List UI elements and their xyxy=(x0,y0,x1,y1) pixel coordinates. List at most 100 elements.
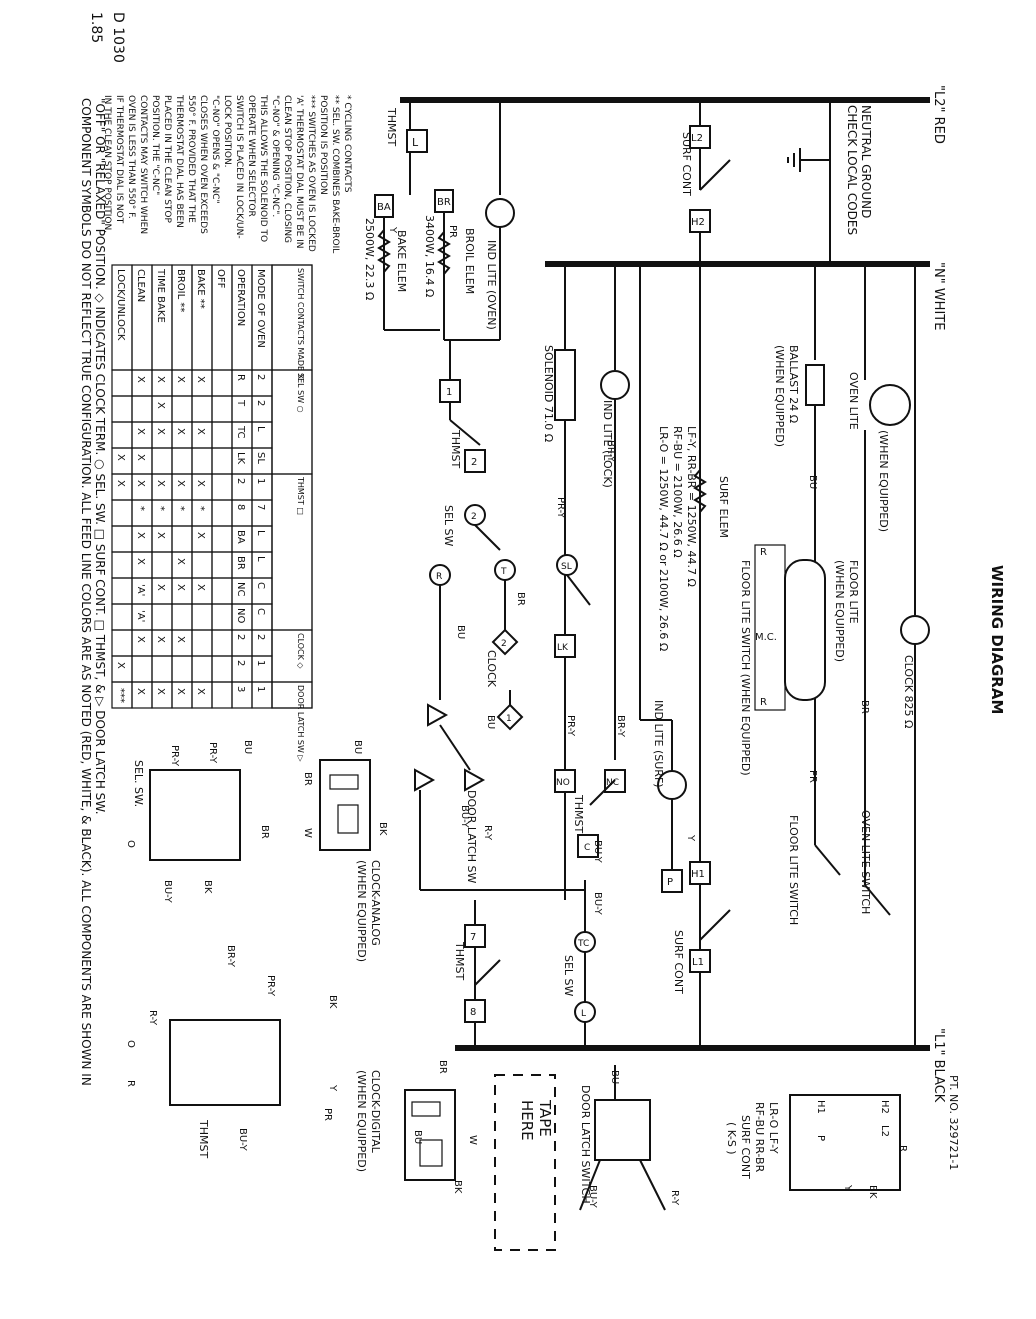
note-line: CLOSES WHEN OVEN EXCEEDS xyxy=(198,95,208,234)
table-header-text: 2 xyxy=(255,400,266,406)
table-cell-value: X xyxy=(135,532,146,539)
table-header-text: C xyxy=(255,582,266,589)
table-cell xyxy=(131,421,153,449)
door-latch-contact xyxy=(439,724,471,771)
table-cell xyxy=(111,369,133,397)
note-line: CONTACTS MAY SWITCH WHEN xyxy=(138,95,148,234)
footer-line-1: COMPONENT SYMBOLS DO NOT REFLECT TRUE CO… xyxy=(79,98,93,1086)
thmst-detail-r-y: R-Y xyxy=(147,1010,158,1026)
table-cell-value: X xyxy=(135,480,146,487)
table-cell-value: * xyxy=(175,506,186,511)
table-cell-value: X xyxy=(175,376,186,383)
table-cell-value: X xyxy=(175,636,186,643)
table-cell xyxy=(171,421,193,449)
table-cell xyxy=(191,655,213,683)
table-cell xyxy=(191,551,213,579)
clock-analog-label: CLOCK-ANALOG xyxy=(369,860,382,946)
clock-825-motor xyxy=(900,615,930,645)
thmst-detail-pr-y: PR-Y xyxy=(265,975,276,997)
wire-tag-bu-y-2: BU-Y xyxy=(592,840,603,864)
ind-lite-lock-lamp xyxy=(600,370,630,400)
sel-sw-detail-label: SEL. SW. xyxy=(132,760,145,807)
table-cell xyxy=(111,525,133,553)
sel-sw-detail xyxy=(149,769,241,861)
bake-elem-rating: 2500W, 22.3 Ω xyxy=(363,218,376,300)
wire-tag-r-y: R-Y xyxy=(482,825,493,841)
table-cell xyxy=(151,525,173,553)
table-cell xyxy=(151,551,173,579)
table-group-header-text: SEL SW ○ xyxy=(296,373,305,413)
p-terminal xyxy=(661,869,683,893)
table-cell-value: * xyxy=(195,506,206,511)
thmst-detail-bk: BK xyxy=(327,995,338,1009)
sel-sw-2-contact xyxy=(474,524,501,551)
table-cell-value: *** xyxy=(115,688,126,703)
sel-sw-lk-label: LK xyxy=(557,643,569,653)
door-latch-detail-lead-3 xyxy=(639,1159,666,1211)
surf-cont-label: SURF CONT xyxy=(672,930,685,994)
thmst-2-terminal xyxy=(464,449,486,473)
wire-tag-br-y-2: BR-Y xyxy=(615,715,626,738)
table-cell xyxy=(171,655,193,683)
clock-2-label: 2 xyxy=(501,639,507,649)
table-cell xyxy=(131,655,153,683)
table-header-text: 1 xyxy=(255,660,266,666)
table-group-header-text: THMST □ xyxy=(296,476,305,515)
table-header-text: BA xyxy=(235,530,246,544)
clock-digital-motor xyxy=(419,1139,443,1167)
door-latch-detail-bu-y: BU-Y xyxy=(587,1185,598,1209)
table-header-text: C xyxy=(255,608,266,615)
table-group-header-cell xyxy=(271,629,313,683)
table-cell-value: X xyxy=(195,480,206,487)
floor-lite-switch-label: FLOOR LITE SWITCH (WHEN EQUIPPED) xyxy=(739,560,752,776)
table-cell xyxy=(171,551,193,579)
sel-sw-2-label: 2 xyxy=(471,512,477,522)
notes-block: * CYCLING CONTACTS** SEL. SW. COMBINES B… xyxy=(102,94,352,253)
surf-cont-detail-h1: H1 xyxy=(815,1100,826,1114)
table-mode-cell: BROIL ** xyxy=(175,269,186,312)
thmst-c-terminal xyxy=(577,834,599,858)
oven-lite-label: OVEN LITE xyxy=(847,372,860,430)
sel-sw-detail-pr-y: PR-Y xyxy=(207,742,218,764)
table-header-text: L xyxy=(255,426,266,432)
table-header-text: 2 xyxy=(235,634,246,640)
door-latch-1-terminal xyxy=(427,703,449,727)
wire-tag-pr-y-1: PR-Y xyxy=(555,497,566,519)
surf-cont-switch-top xyxy=(699,159,731,191)
clock-1-terminal xyxy=(496,703,524,731)
table-cell xyxy=(191,577,213,605)
floor-lite-switch-r: R xyxy=(760,547,767,558)
table-cell-value: 'A' xyxy=(135,610,146,622)
clock-digital-label: CLOCK-DIGITAL xyxy=(369,1070,382,1154)
table-header-text: L xyxy=(255,530,266,536)
note-line: CLEAN STOP POSITION, CLOSING xyxy=(282,95,292,243)
table-cell-value: X xyxy=(175,558,186,565)
thmst-detail-r: R xyxy=(125,1080,136,1087)
floor-lite-switch-contact xyxy=(814,844,841,876)
note-line: IF THERMOSTAT DIAL IS NOT xyxy=(114,95,124,224)
table-cell xyxy=(151,369,173,397)
table-cell xyxy=(191,421,213,449)
clock-digital-br: BR xyxy=(437,1060,448,1074)
table-cell-value: X xyxy=(155,584,166,591)
table-cell xyxy=(191,473,213,501)
table-cell-value: X xyxy=(175,480,186,487)
clock-analog-bu: BU xyxy=(352,740,363,754)
surf-cont-detail-y: Y xyxy=(842,1184,853,1192)
sel-sw-detail-br: BR xyxy=(259,825,270,839)
wire-tag-bu-1: BU xyxy=(807,475,818,489)
note-line: 550° F. PROVIDED THAT THE xyxy=(186,95,196,223)
table-cell xyxy=(111,655,133,683)
diagram-title: WIRING DIAGRAM xyxy=(988,565,1006,714)
note-line: * CYCLING CONTACTS xyxy=(342,95,352,193)
table-cell-value: X xyxy=(195,532,206,539)
table-cell xyxy=(111,629,133,657)
ind-lite-oven-label: IND LITE (OVEN) xyxy=(485,240,498,330)
sel-sw-lk-terminal xyxy=(554,634,576,658)
table-cell-value: X xyxy=(195,376,206,383)
clock-analog-contact xyxy=(329,774,359,790)
thmst-78-label: THMST xyxy=(453,941,466,980)
table-cell xyxy=(131,473,153,501)
solenoid-label: SOLENOID 71.0 Ω xyxy=(542,345,555,442)
table-cell-value: X xyxy=(175,584,186,591)
